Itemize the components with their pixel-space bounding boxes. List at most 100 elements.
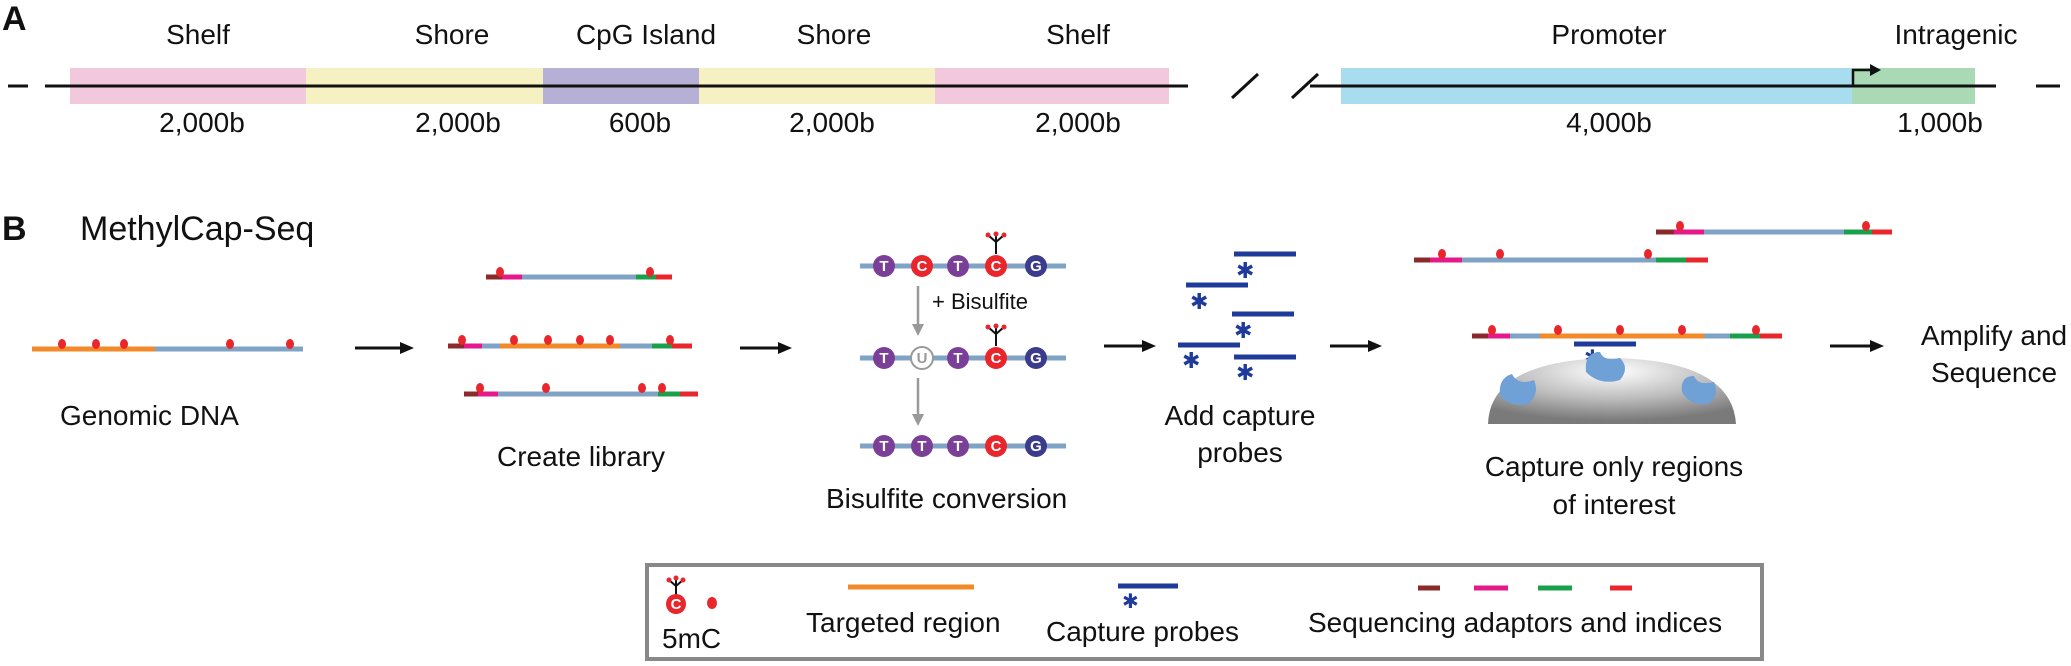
size-shelf-right: 2,000b	[1035, 107, 1121, 138]
methyl-mark	[1676, 221, 1684, 231]
cpg-island-map: Shelf Shore CpG Island Shore Shelf Promo…	[8, 19, 2060, 138]
methyl-mark	[120, 339, 128, 349]
methyl-mark	[1644, 249, 1652, 259]
step-label-add-capture: Add capture	[1165, 400, 1316, 431]
biotin-star-icon: ✱	[1236, 258, 1254, 283]
legend-adaptors-label: Sequencing adaptors and indices	[1308, 607, 1722, 638]
nucleotide: T	[953, 438, 962, 455]
methyl-mark	[666, 335, 674, 345]
streptavidin-protein	[1585, 352, 1625, 382]
legend-5mc-icon: C	[666, 575, 686, 614]
nucleotide: G	[1030, 350, 1042, 367]
methyl-mark	[1496, 249, 1504, 259]
size-intragenic: 1,000b	[1897, 107, 1983, 138]
streptavidin-protein	[1681, 376, 1716, 405]
break-mark-right	[1290, 72, 1320, 100]
step-label-bisulfite-conversion: Bisulfite conversion	[826, 483, 1067, 514]
nucleotide: G	[1030, 258, 1042, 275]
label-shore-left: Shore	[415, 19, 490, 50]
break-mark-left	[1230, 72, 1260, 100]
step-label-probes: probes	[1197, 437, 1283, 468]
nucleotide: C	[991, 438, 1002, 455]
methyl-mark	[658, 383, 666, 393]
size-shore-left: 2,000b	[415, 107, 501, 138]
bisulfite-label: + Bisulfite	[932, 289, 1028, 314]
legend: C 5mC Targeted region ✱ Capture probes S…	[645, 563, 1764, 661]
step-label-of-interest: of interest	[1553, 489, 1676, 520]
methyl-mark	[1678, 325, 1686, 335]
size-cpg-island: 600b	[609, 107, 671, 138]
legend-methyl-letter: C	[671, 596, 682, 613]
nucleotide: T	[879, 438, 888, 455]
step-label-capture-regions: Capture only regions	[1485, 451, 1743, 482]
process-arrow	[1830, 340, 1884, 352]
step-label-amplify: Amplify and	[1921, 320, 2067, 351]
step-label-create-library: Create library	[497, 441, 665, 472]
methyl-mark	[286, 339, 294, 349]
panel-a-letter: A	[2, 0, 27, 38]
methyl-mark	[542, 383, 550, 393]
gray-arrow-head	[912, 324, 924, 336]
methyl-mark	[1438, 249, 1446, 259]
genomic-dna-step: Genomic DNA	[32, 339, 303, 431]
methyl-mark	[226, 339, 234, 349]
methyl-mark	[1554, 325, 1562, 335]
nucleotide: T	[879, 350, 888, 367]
methyl-mark	[496, 267, 504, 277]
biotin-star-icon: ✱	[1182, 348, 1200, 373]
biotin-star-icon: ✱	[1236, 360, 1254, 385]
methyl-mark	[476, 383, 484, 393]
nucleotide: C	[991, 258, 1002, 275]
tss-arrow	[1851, 68, 1870, 86]
capture-step: ✱ Capture only regions of interest	[1414, 221, 1892, 520]
nucleotide: T	[953, 258, 962, 275]
legend-targeted-label: Targeted region	[806, 607, 1001, 638]
biotin-star-icon: ✱	[1122, 591, 1139, 613]
methyl-mark	[544, 335, 552, 345]
create-library-step: Create library	[448, 267, 698, 472]
legend-probe-label: Capture probes	[1046, 616, 1239, 647]
label-shelf-left: Shelf	[166, 19, 230, 50]
nucleotide: T	[879, 258, 888, 275]
gray-arrow-head	[912, 414, 924, 426]
biotin-star-icon: ✱	[1190, 289, 1208, 314]
process-arrow	[355, 342, 414, 354]
nucleotide: T	[953, 350, 962, 367]
size-promoter: 4,000b	[1566, 107, 1652, 138]
methyl-mark	[638, 383, 646, 393]
streptavidin-bead	[1488, 358, 1736, 424]
methyl-mark	[606, 335, 614, 345]
methyl-mark	[1616, 325, 1624, 335]
nucleotide: U	[917, 350, 928, 367]
methyl-mark	[92, 339, 100, 349]
biotin-star-icon: ✱	[1234, 318, 1252, 343]
methyl-mark	[1752, 325, 1760, 335]
process-arrow	[1104, 340, 1156, 352]
methyl-group-icon	[985, 323, 1007, 346]
label-cpg-island: CpG Island	[576, 19, 716, 50]
methyl-mark	[576, 335, 584, 345]
methyl-mark	[510, 335, 518, 345]
methyl-mark	[1862, 221, 1870, 231]
capture-probes-step: ✱ ✱ ✱ ✱ ✱ Add capture probes	[1165, 251, 1316, 468]
step-label-genomic-dna: Genomic DNA	[60, 400, 239, 431]
legend-border	[645, 563, 1764, 661]
panel-b-title: MethylCap-Seq	[80, 210, 314, 248]
methyl-mark	[1488, 325, 1496, 335]
legend-methyl-dot	[707, 597, 717, 609]
streptavidin-protein	[1499, 374, 1536, 405]
nucleotide: T	[917, 438, 926, 455]
label-shelf-right: Shelf	[1046, 19, 1110, 50]
label-shore-right: Shore	[797, 19, 872, 50]
panel-b-letter: B	[2, 210, 27, 248]
label-intragenic: Intragenic	[1895, 19, 2018, 50]
methyl-mark	[646, 267, 654, 277]
size-shore-right: 2,000b	[789, 107, 875, 138]
methyl-mark	[458, 335, 466, 345]
nucleotide: C	[917, 258, 928, 275]
methyl-mark	[58, 339, 66, 349]
step-label-sequence: Sequence	[1931, 357, 2057, 388]
bisulfite-step: T C T C G + Bisulfite T U T C G	[826, 231, 1067, 514]
nucleotide: C	[991, 350, 1002, 367]
